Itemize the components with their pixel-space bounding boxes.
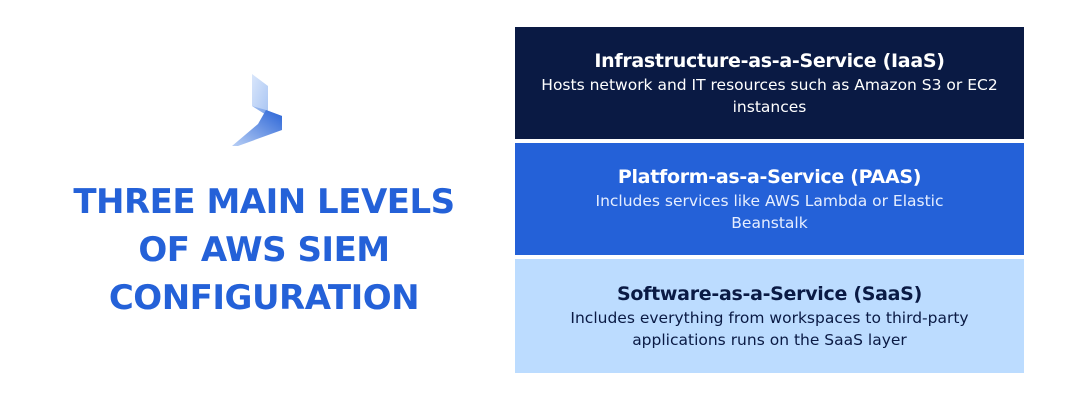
level-saas: Software-as-a-Service (SaaS) Includes ev… xyxy=(515,259,1024,373)
level-description: Hosts network and IT resources such as A… xyxy=(541,76,998,116)
level-heading: Platform-as-a-Service (PAAS) xyxy=(617,166,922,188)
level-paas: Platform-as-a-Service (PAAS) Includes se… xyxy=(515,143,1024,255)
title-line-2: OF AWS SIEM xyxy=(138,230,390,270)
service-levels-stack: Infrastructure-as-a-Service (IaaS) Hosts… xyxy=(515,27,1024,373)
brand-logo-icon xyxy=(228,74,288,150)
page-title: THREE MAIN LEVELS OF AWS SIEM CONFIGURAT… xyxy=(40,178,488,322)
level-iaas: Infrastructure-as-a-Service (IaaS) Hosts… xyxy=(515,27,1024,139)
level-heading: Infrastructure-as-a-Service (IaaS) xyxy=(594,50,945,72)
level-heading: Software-as-a-Service (SaaS) xyxy=(617,283,922,305)
level-description: Includes everything from workspaces to t… xyxy=(570,309,969,349)
level-description: Includes services like AWS Lambda or Ela… xyxy=(595,192,944,232)
title-line-3: CONFIGURATION xyxy=(108,278,420,318)
title-line-1: THREE MAIN LEVELS xyxy=(73,182,455,222)
